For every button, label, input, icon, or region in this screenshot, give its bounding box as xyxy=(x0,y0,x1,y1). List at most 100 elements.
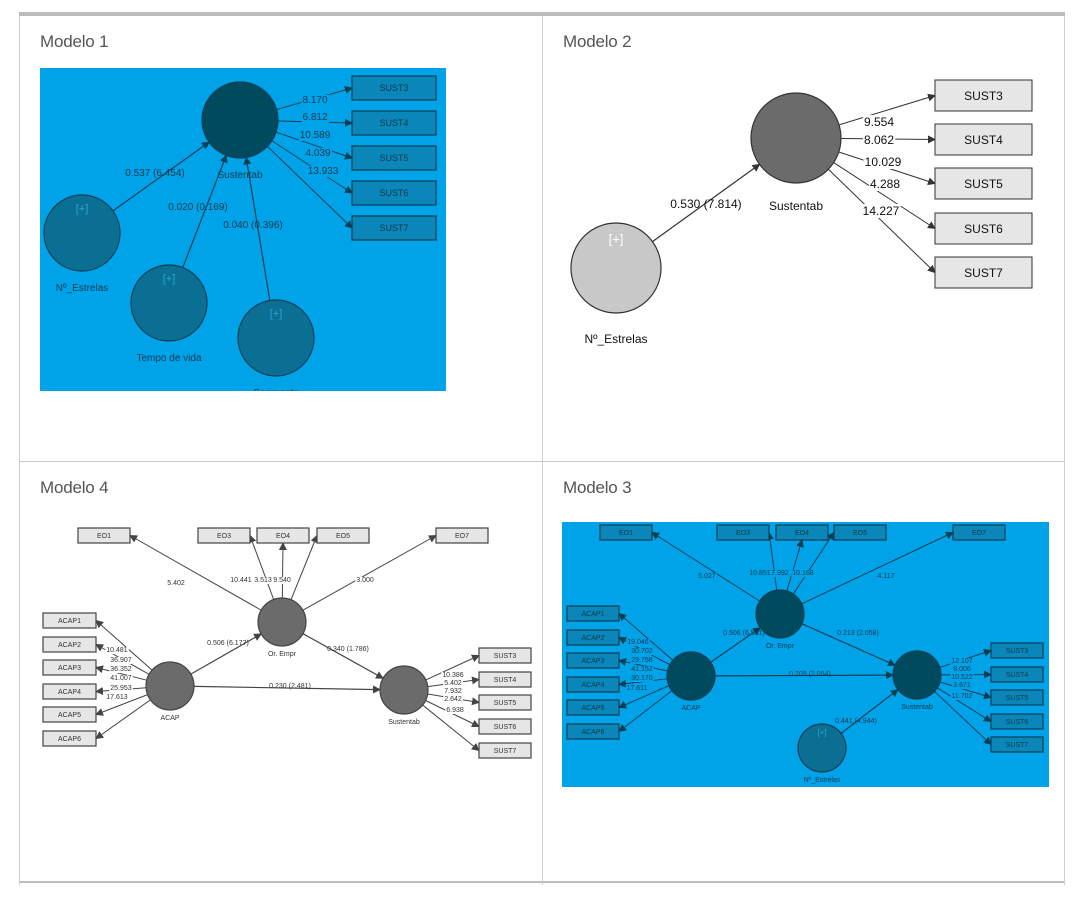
latent-acap[interactable]: ACAP xyxy=(666,651,716,712)
path-diagram-modelo-4: 0.506 (6.177)0.340 (1.786)0.230 (2.481)5… xyxy=(42,527,532,759)
indicator-sust6[interactable]: SUST6 xyxy=(351,180,437,206)
indicator-sust3[interactable]: SUST3 xyxy=(351,75,437,101)
indicator-eo5[interactable]: EO5 xyxy=(316,527,370,544)
indicator-eo4[interactable]: EO4 xyxy=(775,524,829,541)
loading-value-label: 30.702 xyxy=(631,648,653,655)
expand-icon[interactable]: [+] xyxy=(609,231,624,246)
loading-value-label: 41.007 xyxy=(110,675,132,682)
latent-sustentab[interactable]: Sustentab xyxy=(379,665,429,726)
latent-segmento[interactable]: [+]Segmento xyxy=(237,299,315,391)
indicator-label: ACAP2 xyxy=(58,642,81,649)
indicator-eo4[interactable]: EO4 xyxy=(256,527,310,544)
indicator-label: SUST6 xyxy=(494,724,517,731)
indicator-label: ACAP6 xyxy=(58,736,81,743)
latent-label: Or. Empr xyxy=(766,643,795,650)
latent-sustentab[interactable]: Sustentab xyxy=(201,81,279,181)
label-backdrop xyxy=(109,675,133,682)
indicator-acap1[interactable]: ACAP1 xyxy=(566,605,620,622)
expand-icon[interactable]: [+] xyxy=(163,273,176,285)
loading-arrow xyxy=(618,612,674,661)
indicator-acap1[interactable]: ACAP1 xyxy=(42,612,97,629)
label-backdrop xyxy=(950,658,974,665)
indicator-sust7[interactable]: SUST7 xyxy=(351,215,437,241)
indicator-acap6[interactable]: ACAP6 xyxy=(42,730,97,747)
indicator-eo7[interactable]: EO7 xyxy=(952,524,1006,541)
latent-label: Sustentab xyxy=(901,704,933,711)
label-backdrop xyxy=(304,148,332,159)
indicator-sust5[interactable]: SUST5 xyxy=(478,694,532,711)
indicator-acap4[interactable]: ACAP4 xyxy=(42,683,97,700)
path-arrow xyxy=(710,627,762,663)
indicator-sust3[interactable]: SUST3 xyxy=(478,647,532,664)
expand-icon[interactable]: [+] xyxy=(76,203,89,215)
indicator-eo7[interactable]: EO7 xyxy=(435,527,489,544)
label-backdrop xyxy=(630,675,654,682)
loading-arrow xyxy=(95,699,151,740)
indicator-eo1[interactable]: EO1 xyxy=(77,527,131,544)
expand-icon[interactable]: [+] xyxy=(817,728,826,737)
indicator-sust7[interactable]: SUST7 xyxy=(934,256,1033,289)
indicator-label: SUST5 xyxy=(1006,695,1029,702)
indicator-sust4[interactable]: SUST4 xyxy=(934,123,1033,156)
loading-arrow xyxy=(267,146,353,229)
path-coefficient-label: 0.040 (0.396) xyxy=(223,220,283,231)
loading-arrow xyxy=(765,531,778,591)
cell-modelo-1: Modelo 1 0.537 (6.454)0.020 (0.169)0.040… xyxy=(19,16,542,461)
indicator-label: EO1 xyxy=(97,533,111,540)
indicator-sust7[interactable]: SUST7 xyxy=(990,736,1044,753)
loading-arrow xyxy=(937,687,992,723)
latent-tempo[interactable]: [+]Tempo de vida xyxy=(130,264,208,364)
indicator-eo3[interactable]: EO3 xyxy=(716,524,770,541)
indicator-sust6[interactable]: SUST6 xyxy=(990,713,1044,730)
indicator-label: SUST5 xyxy=(964,177,1003,191)
loading-arrow xyxy=(618,658,668,672)
label-backdrop xyxy=(630,648,654,655)
latent-estrelas[interactable]: [+]Nº_Estrelas xyxy=(43,194,121,294)
label-backdrop xyxy=(105,647,129,654)
loading-arrow xyxy=(792,531,835,595)
indicator-eo5[interactable]: EO5 xyxy=(833,524,887,541)
indicator-sust4[interactable]: SUST4 xyxy=(478,671,532,688)
indicator-sust5[interactable]: SUST5 xyxy=(934,167,1033,200)
loading-value-label: 6.812 xyxy=(302,112,327,123)
indicator-acap3[interactable]: ACAP3 xyxy=(566,652,620,669)
indicator-sust5[interactable]: SUST5 xyxy=(990,689,1044,706)
cell-modelo-3: Modelo 3 0.506 (6.581)0.213 (2.058)0.209… xyxy=(542,462,1065,885)
indicator-eo3[interactable]: EO3 xyxy=(197,527,251,544)
indicator-acap3[interactable]: ACAP3 xyxy=(42,659,97,676)
latent-orempr[interactable]: Or. Empr xyxy=(755,589,805,650)
latent-acap[interactable]: ACAP xyxy=(145,661,195,722)
latent-sustentab[interactable]: Sustentab xyxy=(750,92,842,213)
indicator-label: EO5 xyxy=(336,533,350,540)
indicator-sust5[interactable]: SUST5 xyxy=(351,145,437,171)
latent-estrelas[interactable]: [+]Nº_Estrelas xyxy=(797,723,847,784)
latent-label: ACAP xyxy=(160,715,179,722)
latent-sustentab[interactable]: Sustentab xyxy=(892,650,942,711)
latent-orempr[interactable]: Or. Empr xyxy=(257,597,307,658)
expand-icon[interactable]: [+] xyxy=(270,308,283,320)
indicator-sust7[interactable]: SUST7 xyxy=(478,742,532,759)
indicator-sust6[interactable]: SUST6 xyxy=(478,718,532,735)
indicator-acap4[interactable]: ACAP4 xyxy=(566,676,620,693)
loading-arrow xyxy=(934,691,992,746)
indicator-label: SUST3 xyxy=(1006,648,1029,655)
indicator-sust4[interactable]: SUST4 xyxy=(351,110,437,136)
indicator-acap6[interactable]: ACAP6 xyxy=(566,723,620,740)
latent-label: Sustentab xyxy=(388,719,420,726)
indicator-sust6[interactable]: SUST6 xyxy=(934,212,1033,245)
loading-value-label: 10.589 xyxy=(300,130,331,141)
indicator-acap2[interactable]: ACAP2 xyxy=(566,629,620,646)
indicator-acap5[interactable]: ACAP5 xyxy=(566,699,620,716)
loading-arrow xyxy=(838,93,936,126)
loading-value-label: 12.107 xyxy=(951,658,973,665)
latent-estrelas[interactable]: [+]Nº_Estrelas xyxy=(570,222,662,346)
label-backdrop xyxy=(862,115,896,129)
label-backdrop xyxy=(109,685,133,692)
loading-arrow xyxy=(95,619,153,671)
indicator-sust3[interactable]: SUST3 xyxy=(934,79,1033,112)
indicator-eo1[interactable]: EO1 xyxy=(599,524,653,541)
indicator-sust3[interactable]: SUST3 xyxy=(990,642,1044,659)
indicator-sust4[interactable]: SUST4 xyxy=(990,666,1044,683)
indicator-acap2[interactable]: ACAP2 xyxy=(42,636,97,653)
indicator-acap5[interactable]: ACAP5 xyxy=(42,706,97,723)
